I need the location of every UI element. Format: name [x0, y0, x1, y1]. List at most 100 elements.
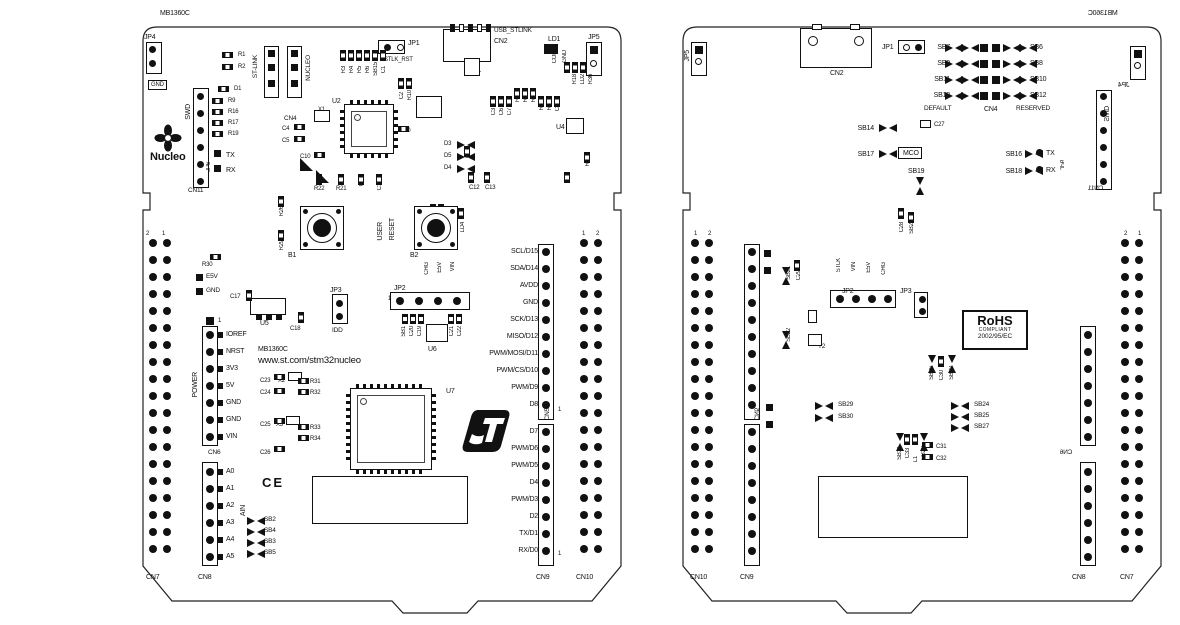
solder-bridge-pads: [878, 150, 898, 158]
pin-pad: [163, 494, 171, 502]
pin-pad: [206, 348, 214, 356]
pin-pad: [1084, 365, 1092, 373]
silkscreen-label: A1: [226, 485, 235, 492]
pin-pad: [580, 545, 588, 553]
silkscreen-label: SCL/D15: [510, 248, 538, 255]
component: [695, 46, 703, 54]
solder-bridge-pads: [878, 124, 898, 132]
silkscreen-label: D3: [444, 141, 452, 147]
pin-pad: [336, 313, 343, 320]
silkscreen-label: E5V: [866, 262, 872, 273]
pin-pad: [691, 409, 699, 417]
silkscreen-label: D4: [529, 479, 538, 486]
silkscreen-label: CN6: [1060, 449, 1073, 456]
silkscreen-label: C12: [469, 185, 480, 191]
silkscreen-label: SB5: [264, 549, 276, 556]
silkscreen-label: MCO: [903, 150, 919, 157]
solder-bridge-pads: [246, 539, 266, 547]
pin-pad: [542, 462, 550, 470]
solder-bridge-pads: [1002, 44, 1022, 52]
silkscreen-label: X2: [278, 378, 285, 384]
component: [564, 62, 570, 73]
pin-pad: [542, 384, 550, 392]
pin-pad: [691, 477, 699, 485]
solder-bridge-pads: [1024, 150, 1044, 158]
pin-pad: [149, 545, 157, 553]
silkscreen-label: MISO/D12: [506, 333, 538, 340]
component: [794, 260, 800, 271]
pin-pad: [149, 256, 157, 264]
silkscreen-label: SB14: [857, 125, 875, 132]
pin-pad: [580, 528, 588, 536]
silkscreen-label: D2: [529, 513, 538, 520]
pin-pad: [542, 282, 550, 290]
component: [418, 314, 424, 324]
silkscreen-label: B2: [410, 252, 419, 259]
silkscreen-label: A5: [226, 553, 235, 560]
component: [498, 96, 504, 107]
button-corner-pin: [303, 242, 308, 247]
silkscreen-label: C6: [499, 108, 505, 116]
component: [212, 131, 223, 137]
silkscreen-label: AIN: [240, 505, 247, 517]
pin-pad: [163, 290, 171, 298]
nucleo-logo-text: Nucleo: [150, 151, 186, 163]
silkscreen-label: R6: [365, 66, 371, 74]
pin-pad: [1084, 468, 1092, 476]
component: [1134, 50, 1142, 58]
silkscreen-label: SB16: [1005, 151, 1023, 158]
silkscreen-label: R32: [310, 390, 321, 396]
silkscreen-label: CN2: [830, 70, 844, 77]
silkscreen-label: CN10: [690, 574, 708, 581]
pin-pad: [580, 307, 588, 315]
pin-pad: [594, 358, 602, 366]
silkscreen-label: SB18: [1005, 168, 1023, 175]
pin-pad: [594, 409, 602, 417]
silkscreen-label: C3: [491, 108, 497, 116]
silkscreen-label: C18: [290, 326, 301, 332]
pin-pad: [1121, 375, 1129, 383]
pin-pad: [1121, 494, 1129, 502]
solder-bridge-pads: [960, 60, 980, 68]
component: [766, 421, 773, 428]
silkscreen-label: CN4: [284, 115, 297, 122]
pin-pad: [163, 528, 171, 536]
rohs-title: RoHS: [977, 313, 1013, 328]
pin-pad: [1121, 273, 1129, 281]
pin-pad: [705, 426, 713, 434]
component: [256, 315, 262, 320]
component: [217, 486, 223, 492]
pin-pad: [206, 382, 214, 390]
component: [274, 388, 285, 394]
pin-pad: [163, 375, 171, 383]
silkscreen-label: C25: [260, 422, 271, 428]
silkscreen-label: IDD: [332, 327, 343, 334]
pin-pad: [1121, 290, 1129, 298]
silkscreen-label: RX: [1046, 167, 1056, 174]
pin-pad: [705, 477, 713, 485]
silkscreen-label: 1: [558, 407, 562, 413]
component: [294, 124, 305, 130]
ic-pins: [346, 394, 351, 464]
pin-pad: [852, 295, 860, 303]
silkscreen-label: GND: [226, 416, 241, 423]
component: [212, 109, 223, 115]
solder-bridge-pads: [916, 176, 924, 196]
solder-bridge-pads: [456, 141, 476, 149]
silkscreen-label: STLK: [836, 258, 842, 273]
rohs-directive-text: 2002/95/EC: [977, 333, 1013, 340]
solder-bridge-pads: [1018, 44, 1038, 52]
component: [217, 469, 223, 475]
solder-bridge-pads: [1018, 76, 1038, 84]
pin-pad: [705, 256, 713, 264]
pin-pad: [580, 426, 588, 434]
silkscreen-label: 1: [582, 231, 586, 237]
component: [222, 64, 233, 70]
pin-pad: [1121, 239, 1129, 247]
silkscreen-label: CN8: [1072, 574, 1086, 581]
pin-pad: [1121, 358, 1129, 366]
pin-pad: [163, 511, 171, 519]
silkscreen-label: GND: [523, 299, 538, 306]
silkscreen-label: RX: [226, 167, 236, 174]
component: [914, 292, 928, 318]
